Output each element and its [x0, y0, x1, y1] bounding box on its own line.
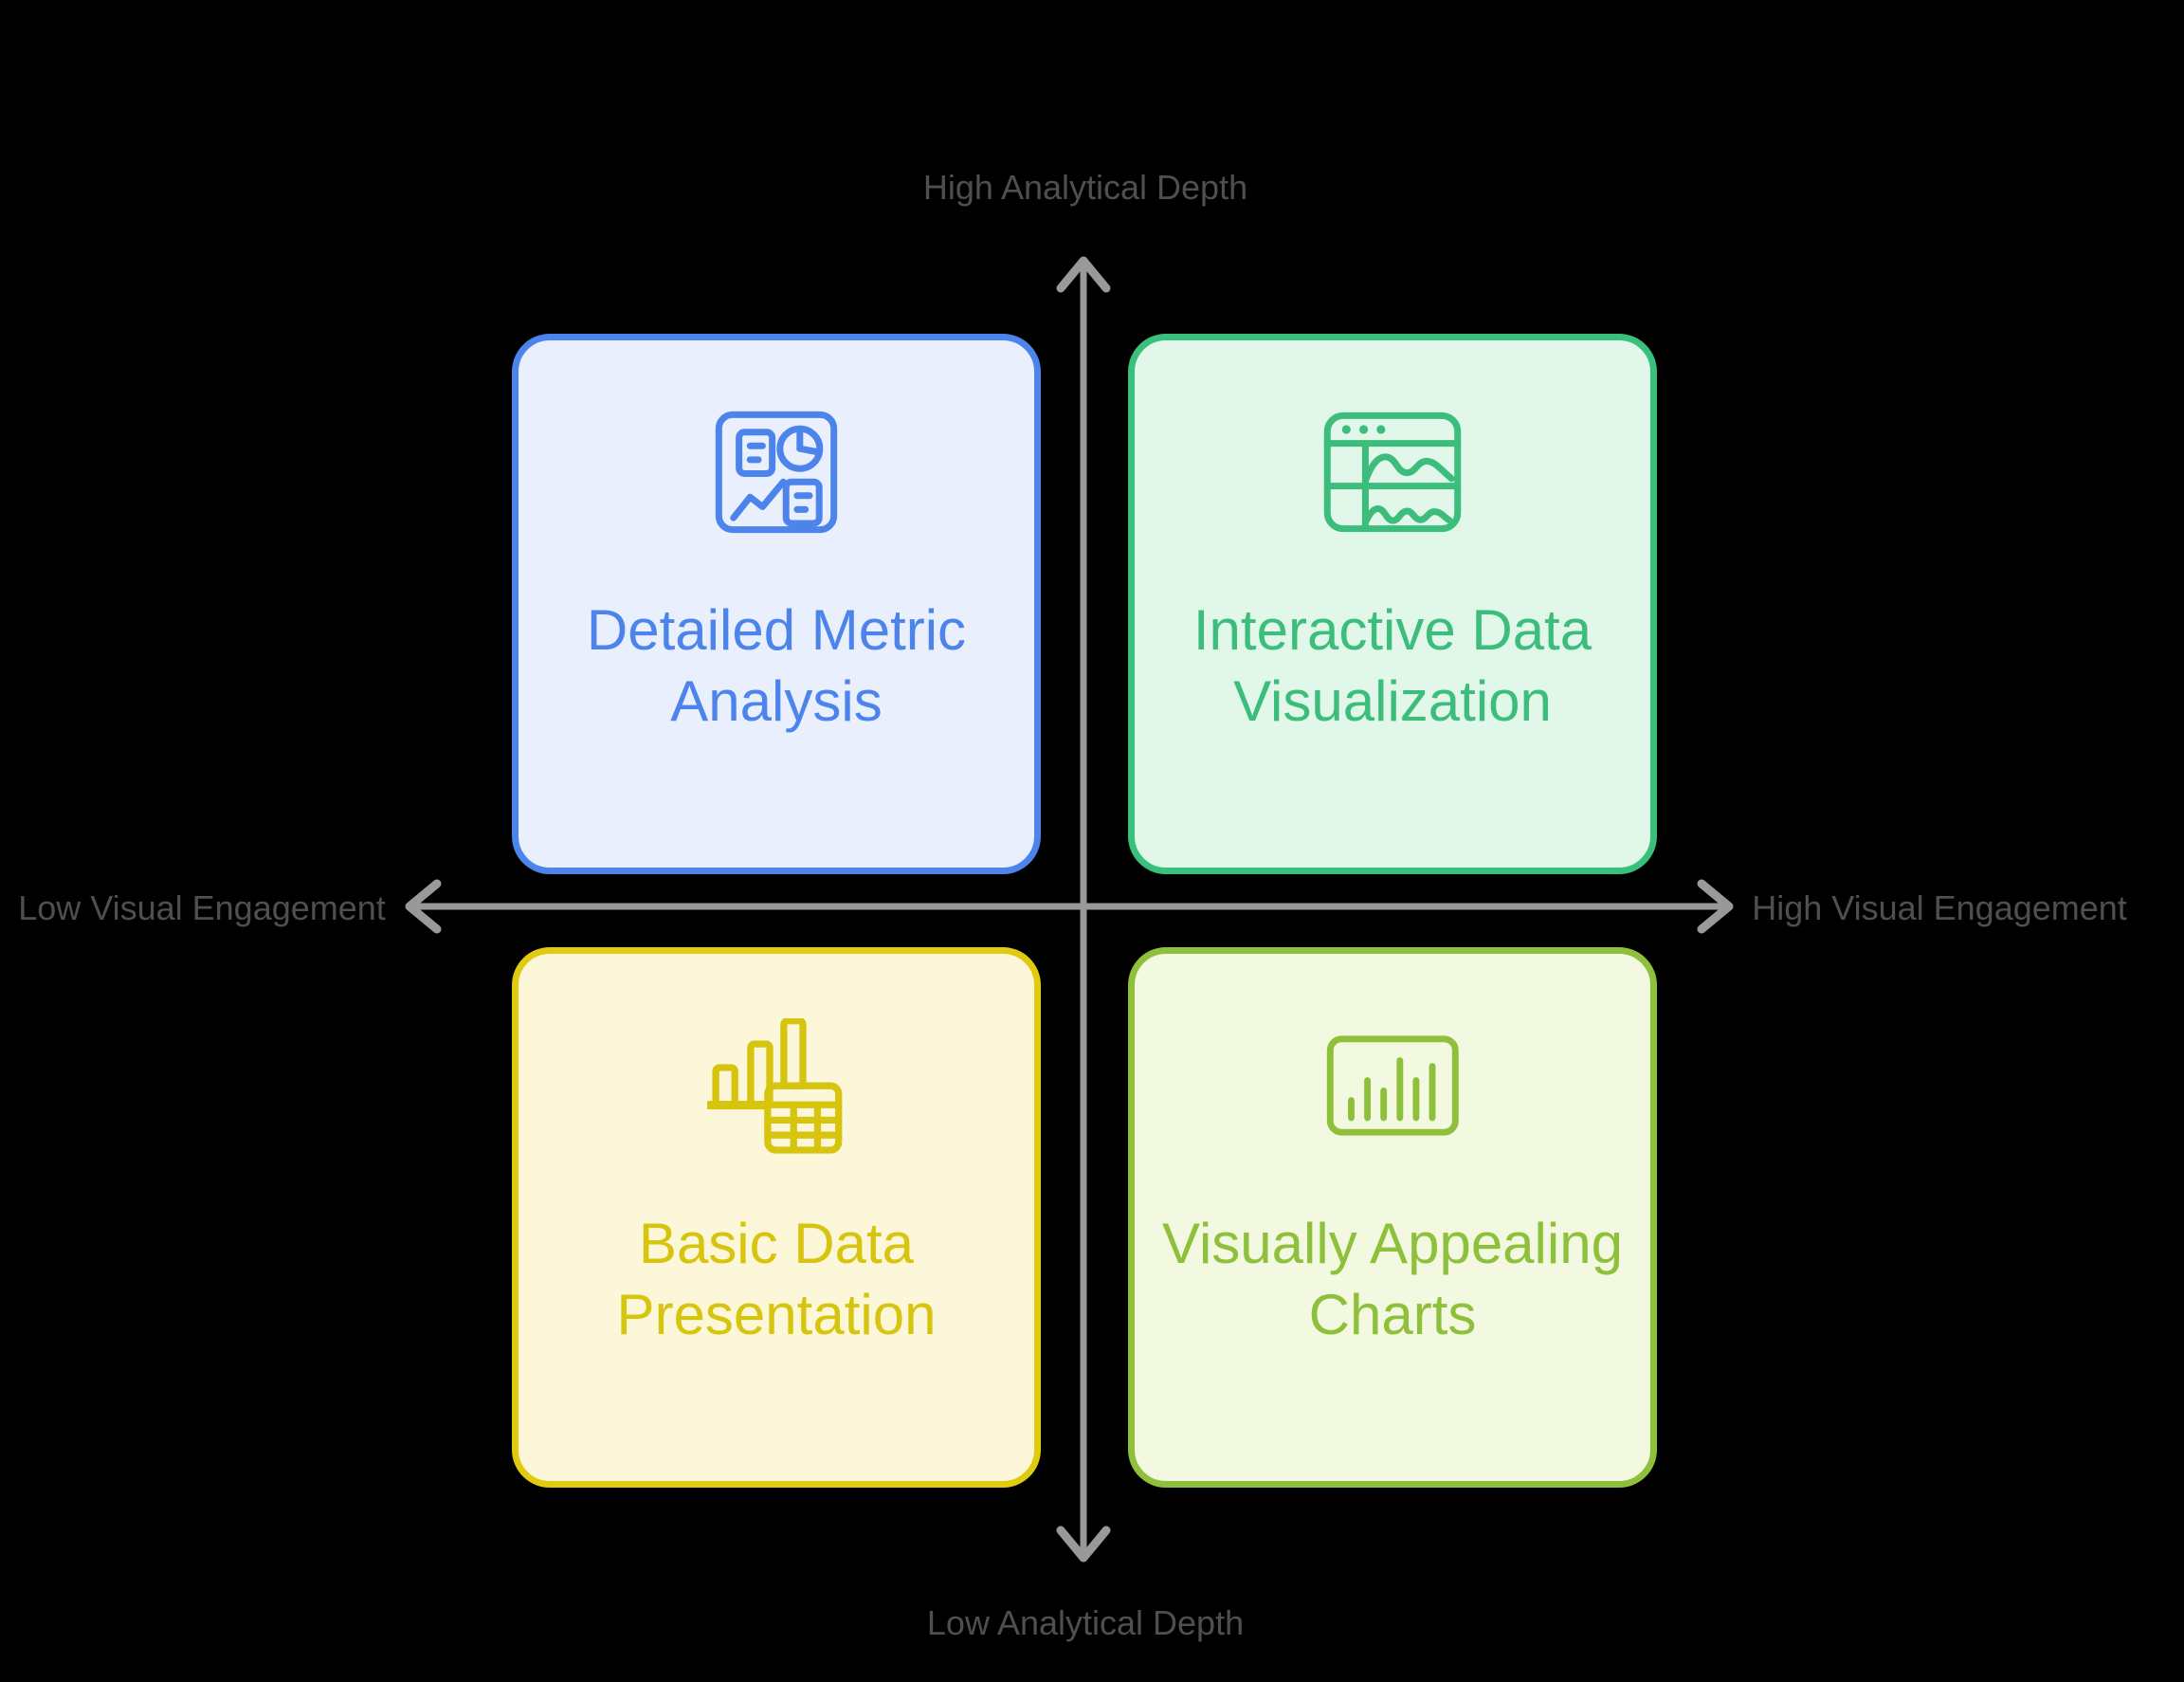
arrow-up-icon	[1056, 256, 1111, 293]
axis-label-bottom: Low Analytical Depth	[926, 1603, 1245, 1642]
bar-chart-icon	[1135, 954, 1650, 1217]
axis-label-left: Low Visual Engagement	[18, 888, 386, 927]
arrow-left-icon	[405, 879, 442, 934]
browser-waves-icon	[1135, 340, 1650, 604]
quadrant-label-top-left: Detailed Metric Analysis	[586, 598, 967, 733]
quadrant-bottom-right: Visually Appealing Charts	[1128, 947, 1657, 1488]
quadrant-bottom-left: Basic Data Presentation	[512, 947, 1041, 1488]
arrow-down-icon	[1056, 1526, 1111, 1563]
quadrant-label-top-right: Interactive Data Visualization	[1192, 598, 1592, 733]
quadrant-label-bottom-right: Visually Appealing Charts	[1162, 1212, 1623, 1346]
quadrant-top-left: Detailed Metric Analysis	[512, 334, 1041, 874]
quadrant-label-bottom-left: Basic Data Presentation	[616, 1212, 937, 1346]
arrow-right-icon	[1697, 879, 1734, 934]
axis-label-top: High Analytical Depth	[922, 168, 1248, 207]
quadrant-top-right: Interactive Data Visualization	[1128, 334, 1657, 874]
bars-table-icon	[519, 954, 1034, 1217]
axis-label-right: High Visual Engagement	[1752, 888, 2127, 927]
dashboard-icon	[519, 340, 1034, 604]
